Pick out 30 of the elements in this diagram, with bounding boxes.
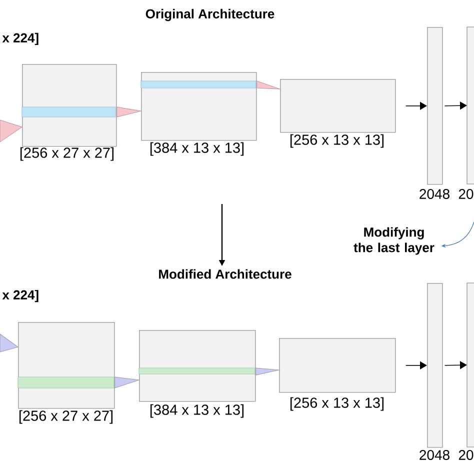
layer-bar bbox=[427, 27, 443, 185]
layer-box bbox=[139, 330, 256, 402]
arrow bbox=[405, 102, 427, 110]
layer-bar bbox=[466, 282, 474, 448]
input-size-label: x 224] bbox=[2, 32, 38, 46]
layer-size-label: [256 x 13 x 13] bbox=[290, 134, 384, 148]
layer-size-label: [256 x 27 x 27] bbox=[19, 410, 112, 424]
layer-bar bbox=[427, 283, 443, 448]
layer-size-label: [384 x 13 x 13] bbox=[150, 404, 244, 418]
projection-wedge bbox=[0, 334, 18, 352]
layer-size-label: [256 x 13 x 13] bbox=[290, 397, 384, 411]
leader-note: Modifying the last layer bbox=[354, 227, 434, 255]
heading: Original Architecture bbox=[146, 8, 274, 22]
layer-box bbox=[279, 338, 396, 393]
heading: Modified Architecture bbox=[159, 269, 292, 279]
layer-box bbox=[280, 79, 396, 133]
layer-size-label: 20 bbox=[458, 450, 474, 460]
layer-size-label: 20 bbox=[458, 189, 474, 199]
layer-size-label: [384 x 13 x 13] bbox=[150, 142, 244, 156]
projection-wedge bbox=[116, 106, 142, 118]
projection-wedge bbox=[0, 120, 22, 142]
layer-size-label: [256 x 27 x 27] bbox=[20, 147, 114, 161]
projection-wedge bbox=[114, 376, 140, 388]
arrow bbox=[405, 361, 427, 370]
projection-wedge bbox=[256, 368, 280, 376]
layer-size-label: 2048 bbox=[420, 450, 450, 460]
layer-size-label: 2048 bbox=[420, 189, 450, 199]
layer-bar bbox=[466, 26, 474, 184]
projection-wedge bbox=[256, 80, 280, 90]
input-size-label: x 224] bbox=[2, 290, 38, 302]
